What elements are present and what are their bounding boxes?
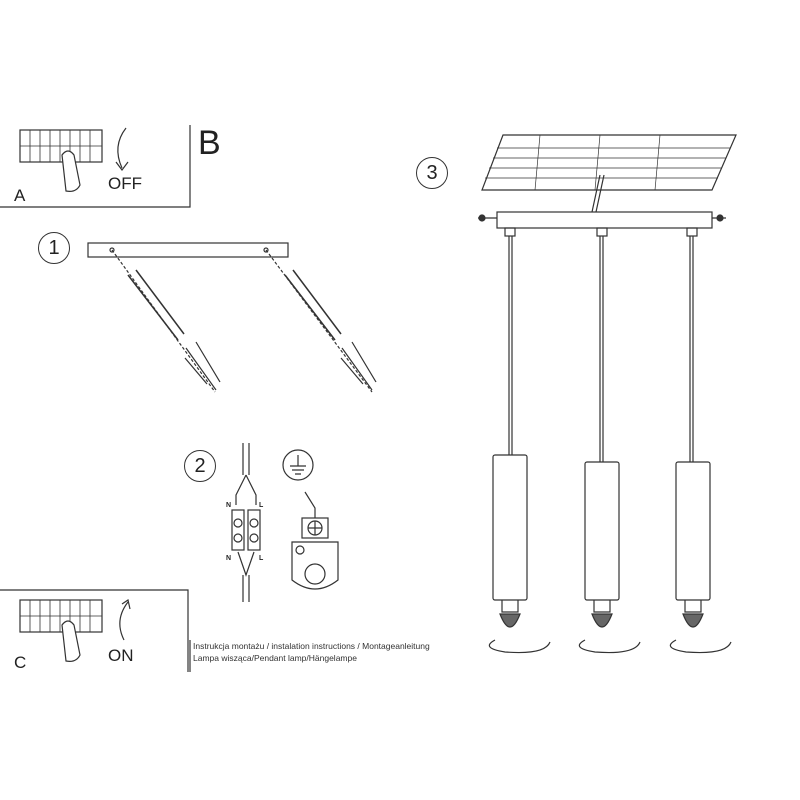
step-b-label: B bbox=[198, 124, 221, 162]
breaker-panel-on bbox=[19, 599, 131, 662]
rotate-arrow-icon bbox=[117, 127, 127, 169]
bulb-1 bbox=[499, 600, 521, 628]
frame-top-left bbox=[0, 125, 191, 208]
lamp-shade-1 bbox=[492, 454, 528, 601]
bulb-3 bbox=[682, 600, 704, 628]
ceiling-plate bbox=[481, 134, 737, 191]
off-label: OFF bbox=[108, 174, 142, 193]
rotate-arrow-icon bbox=[119, 601, 129, 641]
mounting-bracket bbox=[87, 242, 377, 393]
caption-line-1: Instrukcja montażu / instalation instruc… bbox=[193, 641, 430, 651]
ground-icon bbox=[282, 449, 314, 481]
frame-bottom-left bbox=[0, 589, 189, 672]
step-3-badge: 3 bbox=[416, 157, 448, 189]
canopy-bar bbox=[496, 211, 713, 229]
rotate-arrow-icon bbox=[578, 639, 641, 654]
breaker-panel-off bbox=[19, 127, 129, 192]
caption: Instrukcja montażu / instalation instruc… bbox=[193, 640, 430, 664]
live-label-top: L bbox=[259, 502, 264, 509]
pendant-lamp bbox=[478, 134, 737, 654]
step-a-label: A bbox=[14, 186, 26, 205]
on-label: ON bbox=[108, 646, 134, 665]
step-c-label: C bbox=[14, 653, 27, 672]
neutral-label-bottom: N bbox=[226, 555, 232, 562]
wiring-terminal bbox=[231, 443, 261, 602]
step-2-badge: 2 bbox=[184, 450, 216, 482]
neutral-label-top: N bbox=[226, 502, 232, 509]
caption-line-2: Lampa wisząca/Pendant lamp/Hängelampe bbox=[193, 653, 357, 663]
step-1-badge: 1 bbox=[38, 232, 70, 264]
lamp-shade-3 bbox=[675, 461, 711, 601]
ground-connection bbox=[282, 449, 339, 590]
bulb-2 bbox=[591, 600, 613, 628]
rotate-arrow-icon bbox=[488, 639, 551, 654]
lamp-shade-2 bbox=[584, 461, 620, 601]
live-label-bottom: L bbox=[259, 555, 264, 562]
rotate-arrow-icon bbox=[669, 639, 732, 654]
